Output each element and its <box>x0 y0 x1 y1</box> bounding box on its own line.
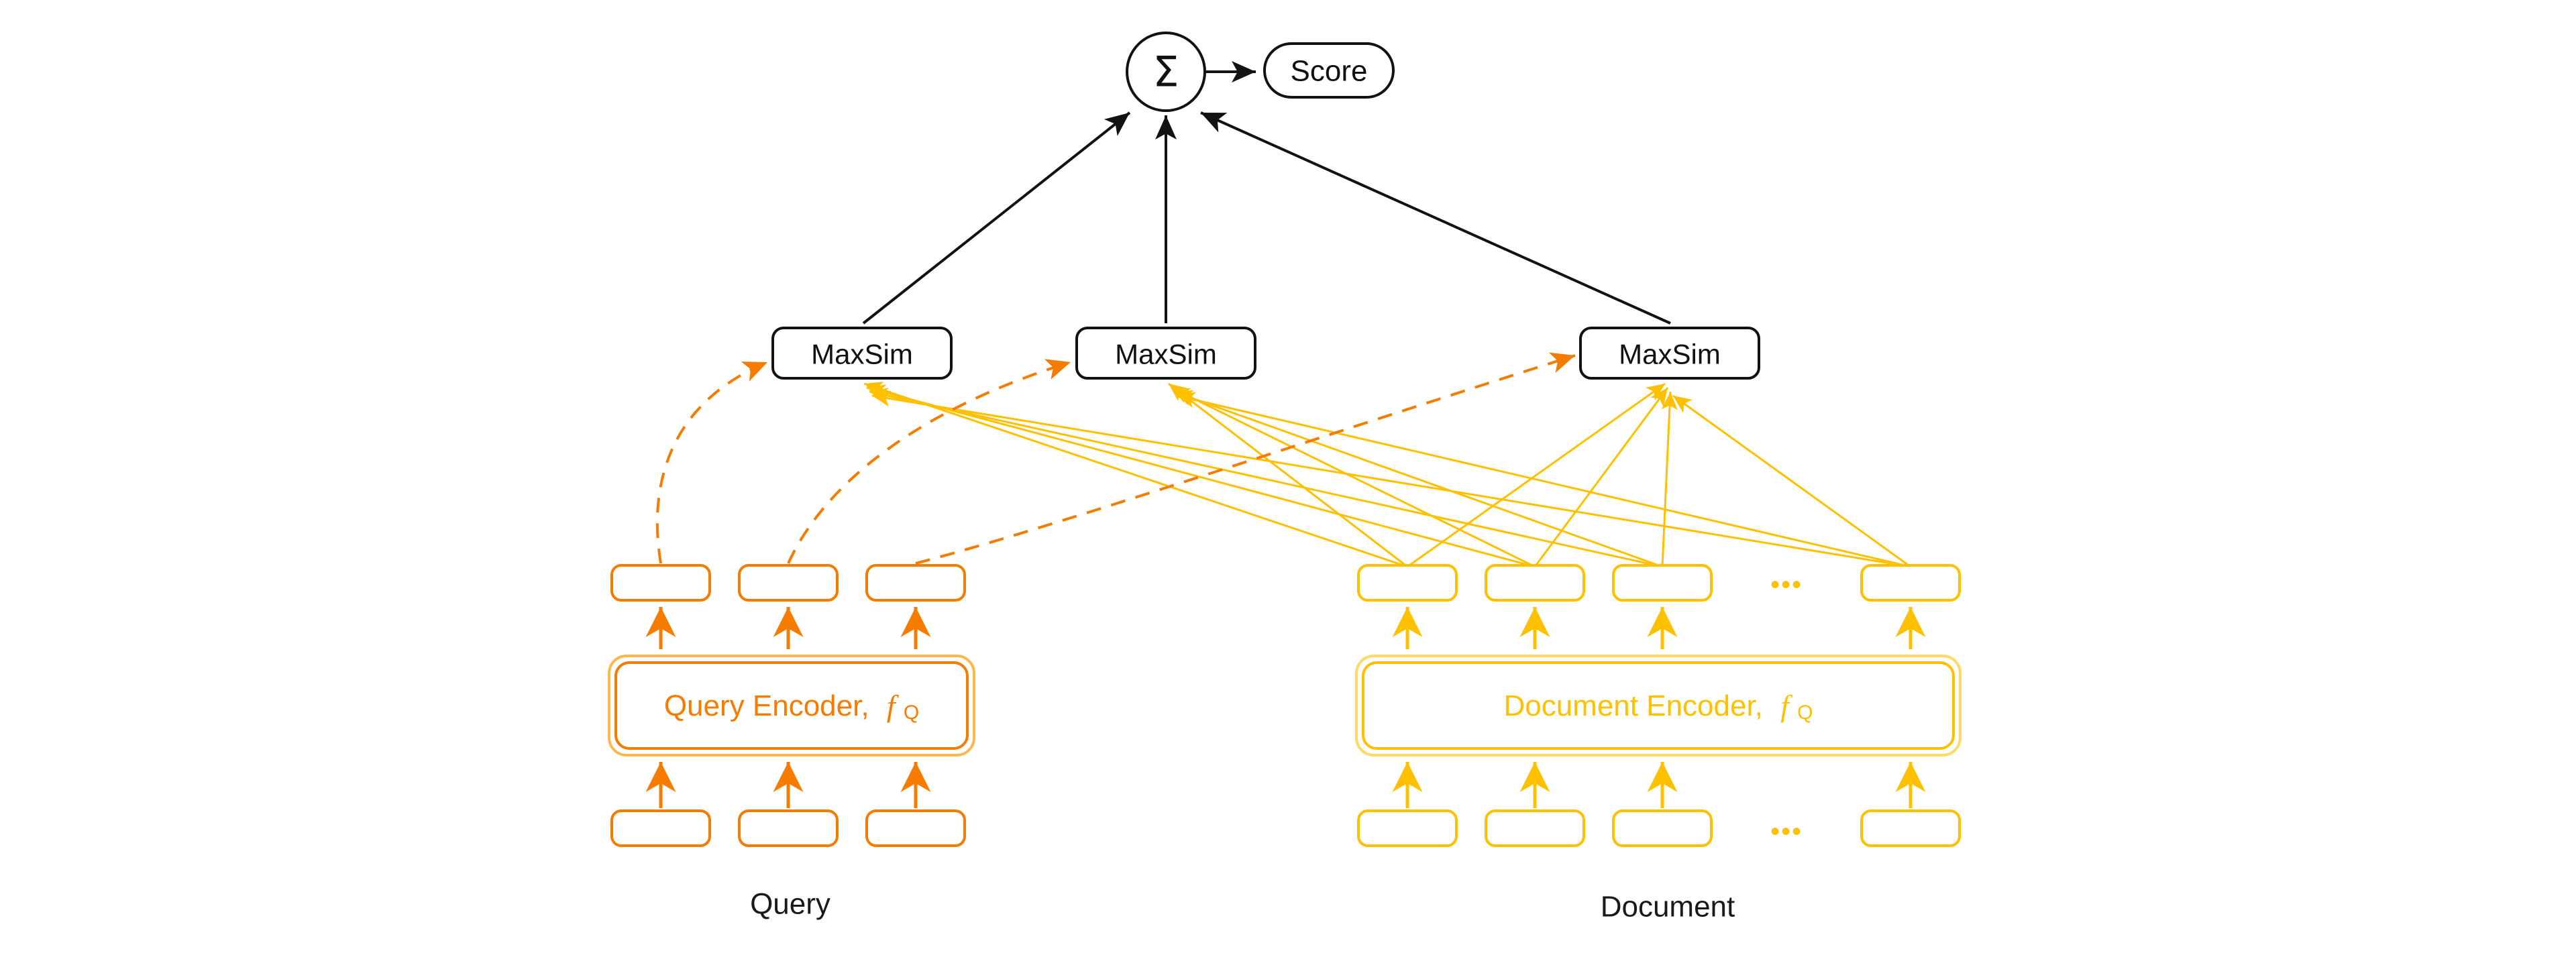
query-encoder-function: f <box>887 689 900 723</box>
query-embedding-box-1[interactable] <box>610 564 711 602</box>
document-embedding-box-1[interactable] <box>1357 564 1458 602</box>
sum-node[interactable]: Σ <box>1126 32 1206 112</box>
query-encoder[interactable]: Query Encoder, f Q <box>608 655 975 756</box>
query-encoder-to-embedding-arrows <box>645 607 931 649</box>
query-token-box-2[interactable] <box>738 809 839 847</box>
maxsim-label-3: MaxSim <box>1619 339 1721 370</box>
query-encoder-subscript: Q <box>904 702 919 724</box>
document-token-to-encoder-arrows <box>1392 762 1926 808</box>
query-edge-1 <box>655 361 768 564</box>
maxsim-label-1: MaxSim <box>811 339 913 370</box>
score-node[interactable]: Score <box>1263 42 1395 99</box>
document-tokens-ellipsis: ••• <box>1770 817 1803 846</box>
score-label: Score <box>1291 55 1368 88</box>
query-encoder-label: Query Encoder, f Q <box>664 689 919 724</box>
query-to-maxsim-edges <box>655 352 1576 565</box>
query-axis-label: Query <box>750 888 830 921</box>
document-encoder-function: f <box>1780 689 1793 723</box>
query-encoder-text: Query Encoder, <box>664 689 869 722</box>
document-encoder-to-embedding-arrows <box>1392 607 1926 649</box>
edge-maxsim3-to-sum <box>1200 111 1671 325</box>
maxsim-to-sum-edges <box>862 61 1671 325</box>
query-embeddings <box>610 564 966 602</box>
document-encoder-text: Document Encoder, <box>1503 689 1762 722</box>
document-embedding-box-4[interactable] <box>1860 564 1961 602</box>
query-edge-3 <box>915 352 1576 565</box>
document-encoder[interactable]: Document Encoder, f Q <box>1355 655 1962 756</box>
maxsim-box-2[interactable]: MaxSim <box>1075 327 1256 380</box>
query-token-box-3[interactable] <box>865 809 966 847</box>
document-token-box-1[interactable] <box>1357 809 1458 847</box>
document-to-maxsim-edges <box>863 382 1911 568</box>
query-token-to-encoder-arrows <box>645 762 931 808</box>
document-embedding-box-2[interactable] <box>1485 564 1585 602</box>
document-tokens: ••• <box>1357 809 1961 847</box>
document-axis-label: Document <box>1601 891 1735 923</box>
document-encoder-subscript: Q <box>1797 702 1813 724</box>
edge-maxsim1-to-sum <box>862 111 1131 325</box>
document-token-box-3[interactable] <box>1612 809 1713 847</box>
query-embedding-box-2[interactable] <box>738 564 839 602</box>
maxsim-box-3[interactable]: MaxSim <box>1579 327 1760 380</box>
document-embedding-box-3[interactable] <box>1612 564 1713 602</box>
query-tokens <box>610 809 966 847</box>
maxsim-label-2: MaxSim <box>1115 339 1217 370</box>
query-embedding-box-3[interactable] <box>865 564 966 602</box>
document-embeddings: ••• <box>1357 564 1961 602</box>
document-token-box-4[interactable] <box>1860 809 1961 847</box>
query-token-box-1[interactable] <box>610 809 711 847</box>
document-embeddings-ellipsis: ••• <box>1770 570 1803 600</box>
document-encoder-label: Document Encoder, f Q <box>1503 689 1813 724</box>
maxsim-box-1[interactable]: MaxSim <box>771 327 953 380</box>
query-edge-2 <box>787 359 1071 564</box>
sigma-symbol: Σ <box>1152 48 1179 97</box>
document-token-box-2[interactable] <box>1485 809 1585 847</box>
